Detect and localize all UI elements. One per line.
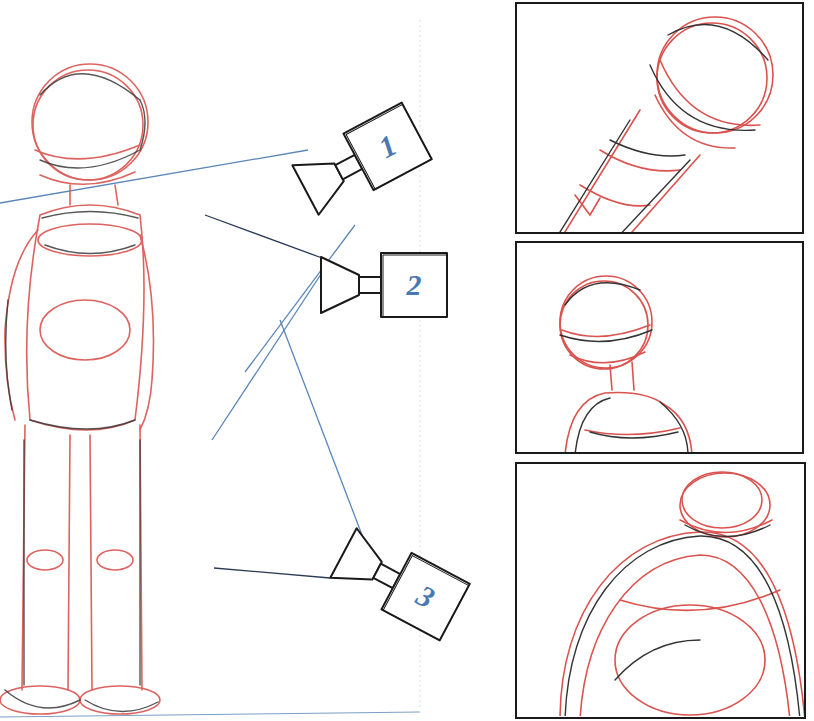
panel-low-angle <box>560 472 804 716</box>
camera: 3 <box>325 520 475 646</box>
panel-eye-level <box>560 276 692 452</box>
camera-outline <box>287 97 437 223</box>
camera: 1 <box>287 97 437 223</box>
sight-lines <box>0 20 420 717</box>
storyboard-panels <box>516 3 805 718</box>
camera: 2 <box>319 249 451 321</box>
character-figure <box>0 64 160 714</box>
camera-outline <box>319 249 451 321</box>
camera-outline <box>325 520 475 646</box>
callout-number: 2 <box>407 270 422 300</box>
panel-high-angle <box>555 17 773 232</box>
